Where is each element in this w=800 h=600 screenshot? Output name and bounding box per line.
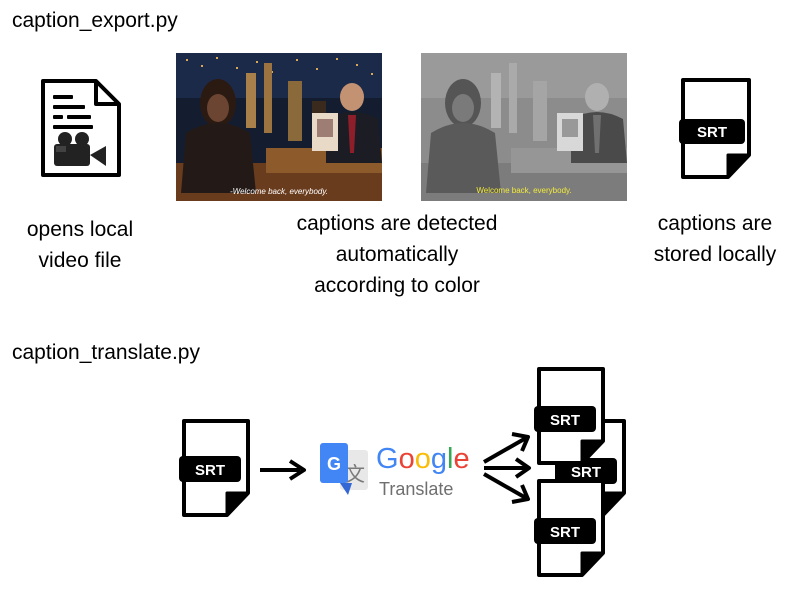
- arrow-right-icon: [483, 432, 531, 504]
- srt-file-icon: SRT: [179, 419, 250, 517]
- arrow-right-icon: [260, 459, 306, 481]
- srt-label: SRT: [697, 124, 727, 141]
- srt-file-icon: SRT: [679, 78, 751, 179]
- svg-text:G: G: [327, 454, 341, 474]
- srt-file-icon: SRT: [534, 479, 605, 577]
- translate-section-title: caption_translate.py: [12, 341, 200, 364]
- video-subtitle: -Welcome back, everybody.: [230, 187, 328, 196]
- video-file-icon: [41, 79, 121, 177]
- export-section-title: caption_export.py: [12, 9, 178, 32]
- svg-text:文: 文: [345, 463, 365, 486]
- srt-label: SRT: [550, 412, 580, 429]
- google-translate-icon: 文 G Google Translate: [320, 443, 470, 499]
- srt-label: SRT: [550, 524, 580, 541]
- google-wordmark: Google: [376, 443, 470, 475]
- srt-label: SRT: [571, 464, 601, 481]
- video-frame-color: -Welcome back, everybody.: [176, 53, 382, 201]
- filtered-subtitle: Welcome back, everybody.: [476, 186, 571, 195]
- step3-label: captions are stored locally: [653, 212, 777, 266]
- step1-label: opens local video file: [26, 218, 134, 272]
- translate-wordmark: Translate: [379, 479, 453, 499]
- step2-label: captions are detected automatically acco…: [296, 212, 498, 297]
- srt-label: SRT: [195, 462, 225, 479]
- video-frame-filtered: Welcome back, everybody.: [421, 53, 627, 201]
- srt-file-icon: SRT: [534, 367, 605, 465]
